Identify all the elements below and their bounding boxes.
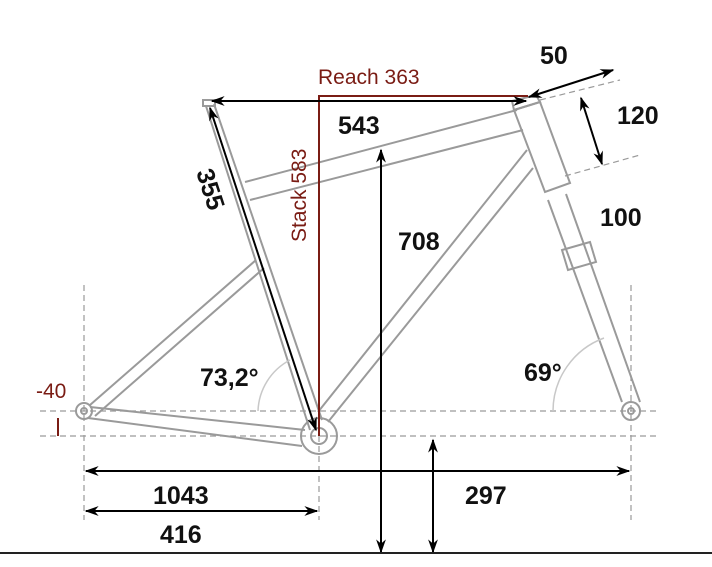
reach-stack: Reach 363 Stack 583 -40 <box>36 66 528 436</box>
head-tube <box>512 100 572 194</box>
reach-stack-line <box>318 95 528 436</box>
fork <box>547 199 623 403</box>
fork-crown <box>560 240 598 272</box>
fork <box>565 193 641 403</box>
seat-angle-arc <box>257 359 291 412</box>
down-tube <box>317 149 528 413</box>
front-axle-center <box>627 407 635 415</box>
bike-frame <box>75 93 641 455</box>
spacer-label: 120 <box>617 102 659 130</box>
bb-height-label: 297 <box>465 482 507 510</box>
stack-label: Stack 583 <box>288 149 311 242</box>
head-angle-arc <box>552 337 605 412</box>
seat-tube-arrow <box>209 106 317 432</box>
top-tube-label: 543 <box>338 112 380 140</box>
front-axle <box>621 401 641 421</box>
dimension-labels: 543 355 50 120 100 708 73,2° 69° 1043 29… <box>153 42 659 549</box>
standover-label: 708 <box>398 228 440 256</box>
rear-axle-center <box>80 407 88 415</box>
bb-drop-label: -40 <box>36 380 66 403</box>
reach-label: Reach 363 <box>318 66 420 89</box>
seat-stay <box>94 267 265 417</box>
head-angle-label: 69° <box>524 359 562 387</box>
headset-top <box>510 93 542 112</box>
stem-label: 50 <box>540 42 568 70</box>
seat-tube-label: 355 <box>190 165 230 213</box>
seat-angle-label: 73,2° <box>200 364 259 392</box>
down-tube <box>327 167 534 423</box>
head-tube-label: 100 <box>600 204 642 232</box>
rear-axle <box>75 402 93 420</box>
chainstay <box>87 417 303 447</box>
reference-lines <box>40 79 660 520</box>
spacer-arrow <box>580 96 603 166</box>
headtube-ext-line <box>564 154 641 177</box>
stem-arrow <box>527 69 615 98</box>
wheelbase-label: 1043 <box>153 482 209 510</box>
dimension-arrows <box>84 69 631 554</box>
chainstay-label: 416 <box>160 521 202 549</box>
